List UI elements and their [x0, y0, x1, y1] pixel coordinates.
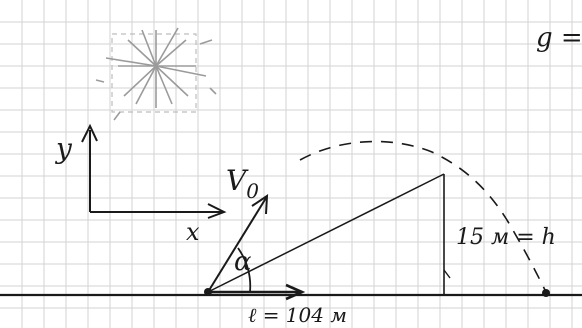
sun-doodle-icon — [95, 27, 217, 121]
x-axis-label: x — [186, 218, 200, 246]
launch-point — [204, 288, 212, 296]
height-label: 15 м = h — [456, 225, 556, 250]
gravity-label: g = — [536, 23, 582, 53]
line-to-apex — [207, 173, 445, 293]
right-angle-mark — [443, 269, 451, 279]
velocity-label: V0 — [226, 164, 259, 203]
angle-arc — [237, 247, 252, 293]
coordinate-axes — [81, 123, 227, 219]
distance-vector — [210, 283, 306, 301]
trajectory-dashed — [299, 140, 547, 293]
landing-point — [542, 289, 550, 297]
velocity-symbol: V — [226, 164, 249, 197]
velocity-vector — [207, 194, 269, 293]
y-axis-label: y — [54, 132, 73, 165]
angle-label: α — [234, 247, 252, 277]
velocity-subscript: 0 — [246, 179, 259, 203]
distance-label: ℓ = 104 м — [248, 303, 347, 327]
